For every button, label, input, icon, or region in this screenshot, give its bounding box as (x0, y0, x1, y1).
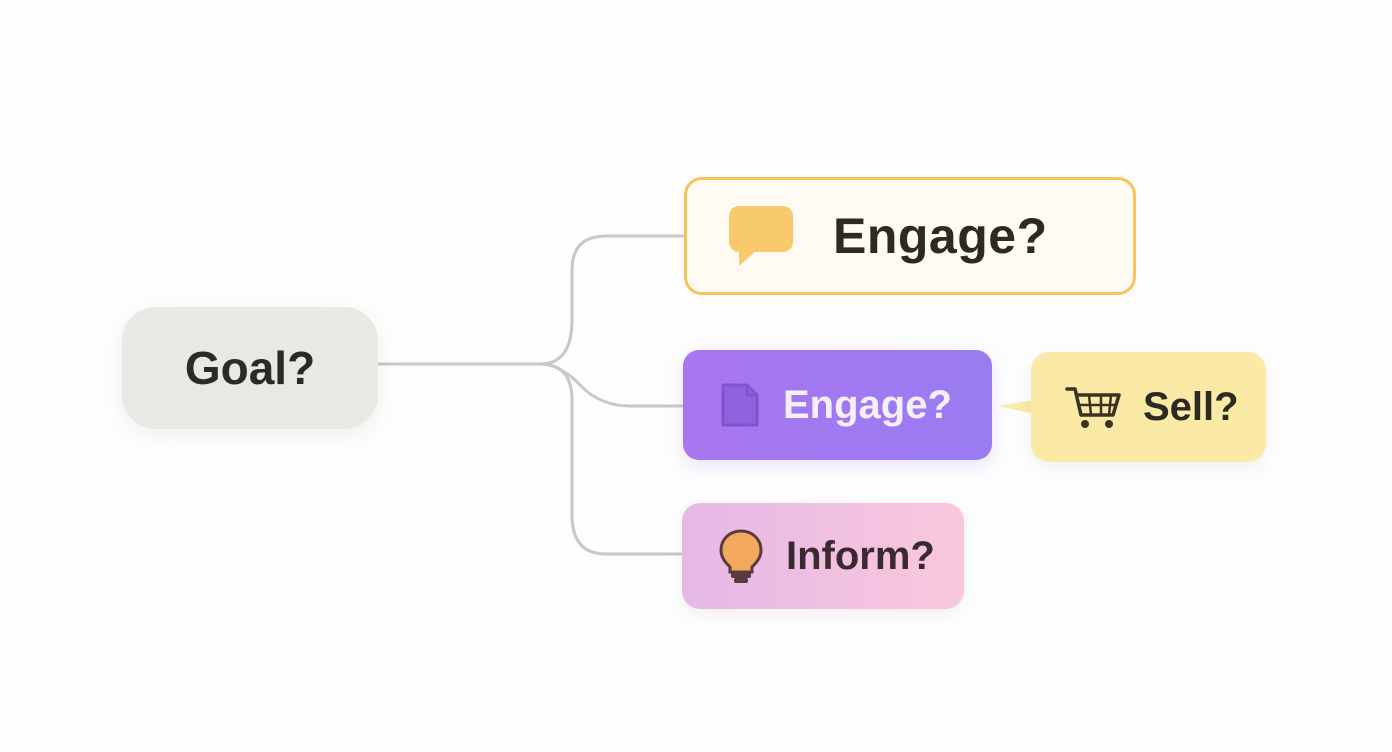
connector-to-engage-1 (539, 234, 684, 366)
root-node-goal[interactable]: Goal? (122, 307, 378, 429)
branch-node-inform[interactable]: Inform? (682, 503, 964, 609)
callout-tail (998, 400, 1034, 414)
callout-node-sell[interactable]: Sell? (1031, 352, 1266, 462)
document-icon (719, 382, 761, 428)
connector-to-inform (539, 362, 682, 556)
branch-label-engage-1: Engage? (833, 208, 1048, 264)
callout-label-sell: Sell? (1143, 384, 1239, 429)
lightbulb-icon (718, 528, 764, 584)
branch-node-engage-1[interactable]: Engage? (684, 177, 1136, 295)
branch-label-engage-2: Engage? (783, 382, 952, 427)
branch-node-engage-2[interactable]: Engage? (683, 350, 992, 460)
chat-bubble-icon (727, 204, 795, 268)
root-node-label: Goal? (184, 342, 316, 394)
branch-label-inform: Inform? (786, 533, 935, 578)
shopping-cart-icon (1065, 383, 1123, 431)
